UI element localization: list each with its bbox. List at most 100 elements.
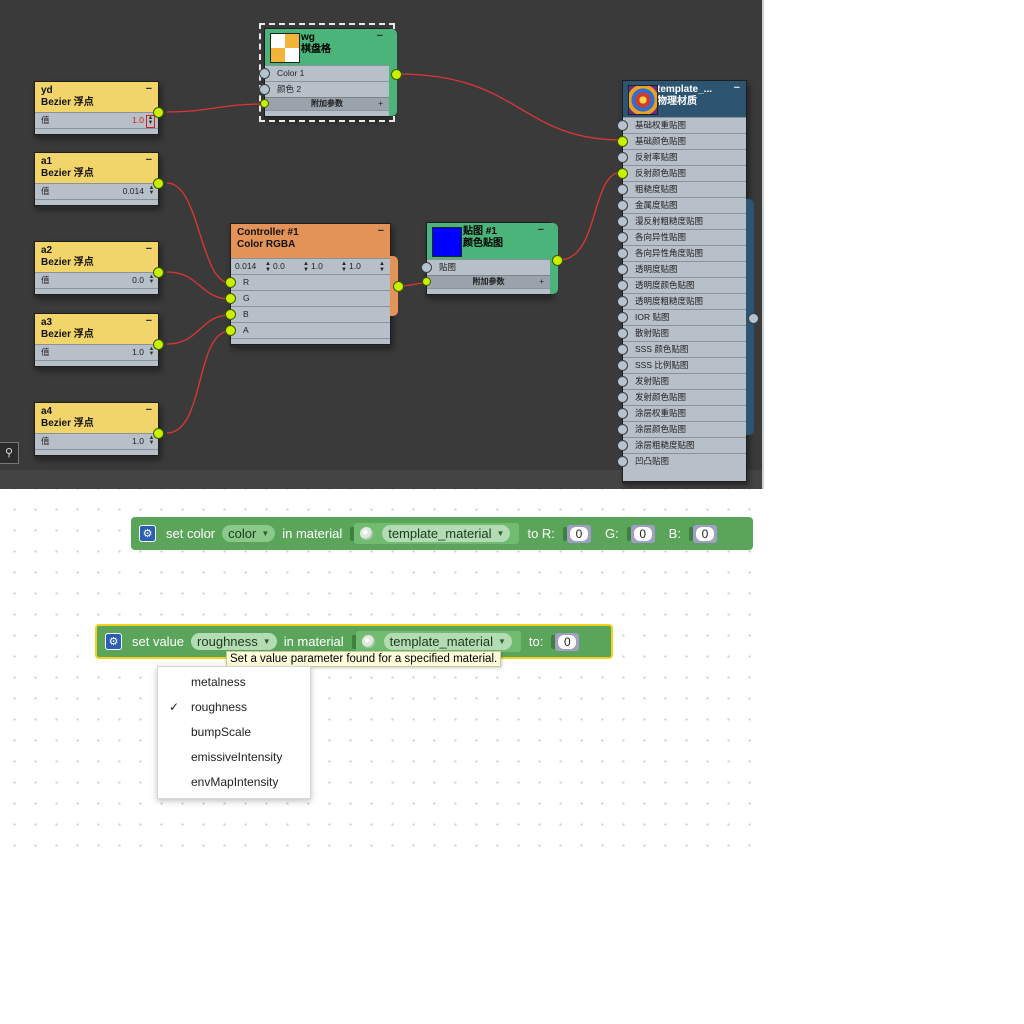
value-g[interactable]: 0.0▲▼ [273,261,309,273]
r-input-slot[interactable]: 0 [562,524,591,543]
set-color-block[interactable]: ⚙ set color color▼ in material template_… [131,517,753,550]
menu-item-envmapintensity[interactable]: envMapIntensity [158,770,310,795]
input-port[interactable] [259,68,270,79]
value-b[interactable]: 1.0▲▼ [311,261,347,273]
menu-item-bumpscale[interactable]: bumpScale [158,720,310,745]
input-port[interactable] [617,408,628,419]
input-port[interactable] [617,184,628,195]
output-port[interactable] [153,428,164,439]
input-port[interactable] [617,168,628,179]
input-port[interactable] [225,309,236,320]
spinner-icon[interactable]: ▲▼ [148,435,155,446]
minimize-icon[interactable]: − [733,82,740,94]
param-value[interactable]: 1.0 [132,115,144,125]
minimize-icon[interactable]: − [145,243,152,255]
material-input-slot[interactable]: template_material▼ [351,631,521,652]
node-editor-canvas[interactable]: yd Bezier 浮点 − 值 1.0 ▲▼ a1 Bezier 浮点 − 值… [0,0,764,490]
output-port[interactable] [552,255,563,266]
menu-item-metalness[interactable]: metalness [158,670,310,695]
minimize-icon[interactable]: − [145,154,152,166]
node-header[interactable]: template_... 物理材质 − [623,81,746,117]
node-a4[interactable]: a4 Bezier 浮点 − 值 1.0 ▲▼ [34,402,164,456]
input-port[interactable] [617,312,628,323]
input-port[interactable] [225,293,236,304]
value-field[interactable]: 0 [558,634,577,649]
input-port[interactable] [617,264,628,275]
param-value[interactable]: 1.0 [132,347,144,357]
material-input-slot[interactable]: template_material▼ [350,523,520,544]
input-port[interactable] [617,232,628,243]
input-port[interactable] [617,120,628,131]
input-port[interactable] [617,136,628,147]
node-header[interactable]: yd Bezier 浮点 − [35,82,158,112]
gear-icon[interactable]: ⚙ [139,525,156,542]
node-wg-checker[interactable]: wg 棋盘格 − Color 1 颜色 2 附加参数 + [259,23,402,122]
material-dropdown[interactable]: template_material▼ [382,525,511,542]
node-header[interactable]: a4 Bezier 浮点 − [35,403,158,433]
minimize-icon[interactable]: − [376,30,383,42]
spinner-icon[interactable]: ▲▼ [148,346,155,357]
input-port[interactable] [617,392,628,403]
input-port[interactable] [617,200,628,211]
value-a[interactable]: 1.0▲▼ [349,261,385,273]
input-port[interactable] [617,296,628,307]
input-port[interactable] [617,360,628,371]
minimize-icon[interactable]: − [377,225,384,237]
node-header[interactable]: a3 Bezier 浮点 − [35,314,158,344]
node-header[interactable]: 贴图 #1 颜色贴图 − [427,223,550,259]
spinner-icon[interactable]: ▲▼ [146,115,155,128]
input-port[interactable] [617,440,628,451]
output-port[interactable] [153,178,164,189]
menu-item-roughness[interactable]: ✓roughness [158,695,310,720]
input-port[interactable] [617,280,628,291]
output-port[interactable] [391,69,402,80]
param-value[interactable]: 0.0 [132,275,144,285]
node-map1[interactable]: 贴图 #1 颜色贴图 − 贴图 附加参数 + [421,222,563,295]
material-block[interactable]: template_material▼ [355,631,521,652]
value-param-dropdown[interactable]: roughness▼ [191,633,277,650]
node-header[interactable]: a2 Bezier 浮点 − [35,242,158,272]
material-dropdown[interactable]: template_material▼ [383,633,512,650]
b-input-slot[interactable]: 0 [688,524,717,543]
color-param-dropdown[interactable]: color▼ [222,525,276,542]
r-value-field[interactable]: 0 [569,526,588,541]
input-port[interactable] [617,344,628,355]
gear-icon[interactable]: ⚙ [105,633,122,650]
spinner-icon[interactable]: ▲▼ [148,185,155,196]
node-template-material[interactable]: template_... 物理材质 − 基础权重贴图基础颜色贴图反射率贴图反射颜… [617,80,759,482]
spinner-icon[interactable]: ▲▼ [148,274,155,285]
input-port[interactable] [225,325,236,336]
node-controller[interactable]: Controller #1 Color RGBA − 0.014▲▼ 0.0▲▼… [225,223,404,345]
node-yd[interactable]: yd Bezier 浮点 − 值 1.0 ▲▼ [34,81,164,135]
input-port[interactable] [617,248,628,259]
minimize-icon[interactable]: − [537,224,544,236]
value-input-slot[interactable]: 0 [551,632,580,651]
output-port[interactable] [153,107,164,118]
expand-icon[interactable]: + [539,277,544,286]
input-port[interactable] [617,424,628,435]
input-port[interactable] [617,216,628,227]
binocular-icon[interactable]: ⚲ [0,442,19,464]
node-header[interactable]: wg 棋盘格 − [265,29,389,65]
input-port[interactable] [259,84,270,95]
node-a1[interactable]: a1 Bezier 浮点 − 值 0.014 ▲▼ [34,152,164,206]
b-value-field[interactable]: 0 [695,526,714,541]
material-block[interactable]: template_material▼ [354,523,520,544]
output-port[interactable] [393,281,404,292]
menu-item-emissiveintensity[interactable]: emissiveIntensity [158,745,310,770]
minimize-icon[interactable]: − [145,404,152,416]
input-port[interactable] [617,456,628,467]
param-value[interactable]: 1.0 [132,436,144,446]
g-value-field[interactable]: 0 [633,526,652,541]
param-value[interactable]: 0.014 [122,186,144,196]
extra-params-bar[interactable]: 附加参数 + [422,275,550,288]
input-port[interactable] [225,277,236,288]
node-a3[interactable]: a3 Bezier 浮点 − 值 1.0 ▲▼ [34,313,164,367]
output-port[interactable] [153,339,164,350]
input-port[interactable] [617,152,628,163]
output-port[interactable] [748,313,759,324]
minimize-icon[interactable]: − [145,83,152,95]
input-port[interactable] [260,99,269,108]
node-a2[interactable]: a2 Bezier 浮点 − 值 0.0 ▲▼ [34,241,164,295]
minimize-icon[interactable]: − [145,315,152,327]
